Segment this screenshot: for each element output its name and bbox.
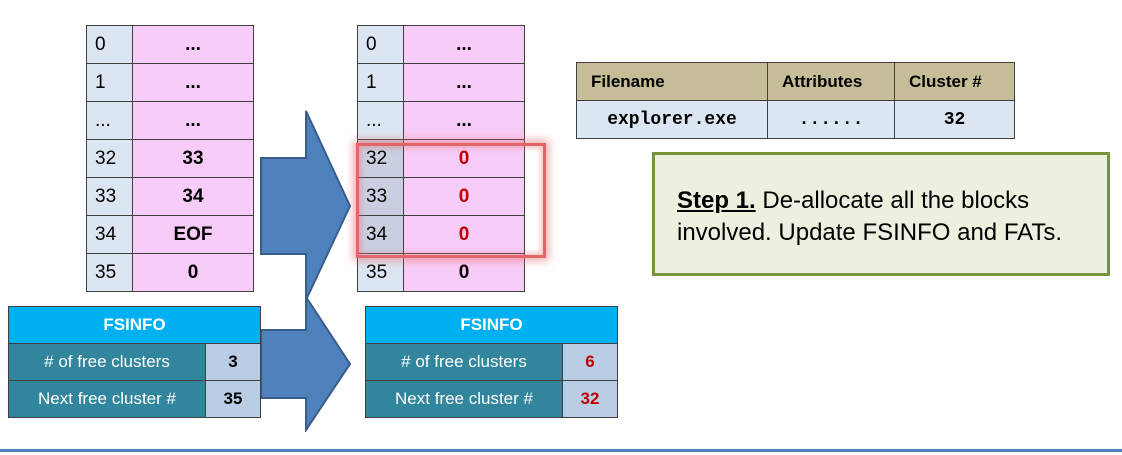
fat-value: ... [403,101,525,140]
fat-index: 34 [357,215,404,254]
bottom-divider [0,449,1122,452]
fat-row: ...... [86,101,254,140]
attributes-cell: ...... [767,100,895,139]
fat-value: ... [403,63,525,102]
transition-arrow-icon [260,110,352,301]
fat-value: ... [132,101,254,140]
fat-value-changed: 0 [403,139,525,178]
transition-arrow-icon [260,296,352,432]
fat-row: ...... [357,101,525,140]
fat-index: ... [86,101,133,140]
fsinfo-row: # of free clusters 6 [365,343,618,381]
fat-index: 34 [86,215,133,254]
fat-row: 0... [86,25,254,64]
fsinfo-title: FSINFO [365,306,618,344]
next-free-cluster-label: Next free cluster # [8,380,206,418]
fat-row: 1... [357,63,525,102]
fat-index: 33 [86,177,133,216]
fat-index: 33 [357,177,404,216]
fat-index: 35 [357,253,404,292]
filename-cell: explorer.exe [576,100,768,139]
fsinfo-row: Next free cluster # 32 [365,380,618,418]
fat-value: ... [403,25,525,64]
fat-index: 35 [86,253,133,292]
fat-index: 32 [86,139,133,178]
step-label: Step 1. [677,187,756,214]
fat-index: 0 [86,25,133,64]
step-text: De-allocate all the blocks involved. Upd… [677,187,1063,246]
fat-value-changed: 0 [403,215,525,254]
step-callout: Step 1. De-allocate all the blocks invol… [652,152,1110,276]
fat-index: 0 [357,25,404,64]
next-free-cluster-value: 32 [562,380,618,418]
fat-row: 1... [86,63,254,102]
fat-value: 0 [403,253,525,292]
directory-row: explorer.exe ...... 32 [576,100,1015,139]
fat-index: ... [357,101,404,140]
free-clusters-value: 3 [205,343,261,381]
fat-index: 1 [86,63,133,102]
next-free-cluster-label: Next free cluster # [365,380,563,418]
fat-value: 0 [132,253,254,292]
cluster-header: Cluster # [894,62,1015,101]
free-clusters-label: # of free clusters [365,343,563,381]
fsinfo-title: FSINFO [8,306,261,344]
fat-index: 32 [357,139,404,178]
free-clusters-label: # of free clusters [8,343,206,381]
next-free-cluster-value: 35 [205,380,261,418]
fat-row: 0... [357,25,525,64]
fat-value-changed: 0 [403,177,525,216]
fat-value: 34 [132,177,254,216]
directory-entry-table: Filename Attributes Cluster # explorer.e… [576,62,1015,139]
fsinfo-table-before: FSINFO # of free clusters 3 Next free cl… [8,306,261,418]
filename-header: Filename [576,62,768,101]
fat-value: ... [132,25,254,64]
fsinfo-table-after: FSINFO # of free clusters 6 Next free cl… [365,306,618,418]
fsinfo-row: # of free clusters 3 [8,343,261,381]
fsinfo-row: Next free cluster # 35 [8,380,261,418]
attributes-header: Attributes [767,62,895,101]
fat-value: EOF [132,215,254,254]
free-clusters-value: 6 [562,343,618,381]
fat-index: 1 [357,63,404,102]
fat-value: ... [132,63,254,102]
cluster-cell: 32 [894,100,1015,139]
fat-value: 33 [132,139,254,178]
